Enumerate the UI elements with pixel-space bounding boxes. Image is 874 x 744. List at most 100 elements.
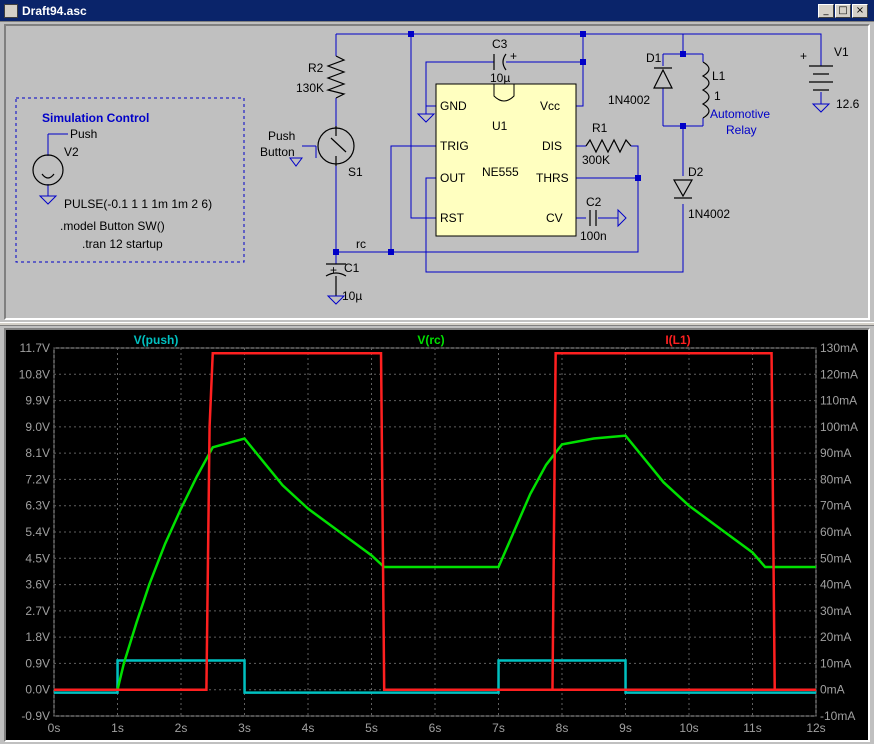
x-tick-label: 4s [302,721,315,735]
x-tick-label: 6s [429,721,442,735]
left-tick-label: 8.1V [25,446,50,460]
pin-vcc: Vcc [540,99,560,113]
l1-name: L1 [712,69,726,83]
schematic-canvas[interactable]: Simulation Control Push V2 PULSE(-0.1 1 … [6,26,868,318]
right-tick-label: 110mA [820,394,857,408]
c1-symbol[interactable] [325,263,347,296]
sim-control-header: Simulation Control [42,111,149,125]
right-tick-label: 70mA [820,499,851,513]
r2-name: R2 [308,61,324,75]
left-tick-label: 9.9V [25,394,50,408]
junction-dot [580,31,586,37]
right-axis-ticks: 130mA120mA110mA100mA90mA80mA70mA60mA50mA… [820,341,858,723]
c3-symbol[interactable] [493,53,507,71]
l1-symbol[interactable] [701,61,710,119]
c1-plus: + [330,263,337,277]
wire-top-relay [583,33,684,54]
d1-name: D1 [646,51,662,65]
junction-dot [680,123,686,129]
waveform-chart[interactable]: 11.7V10.8V9.9V9.0V8.1V7.2V6.3V5.4V4.5V3.… [6,330,868,740]
c3-name: C3 [492,37,508,51]
c3-value: 10µ [490,71,510,85]
window-title: Draft94.asc [22,4,87,18]
ne555-chip[interactable] [435,83,577,237]
pin-thrs: THRS [536,171,569,185]
junction-dot [680,51,686,57]
button-label-1: Push [268,129,295,143]
right-tick-label: 20mA [820,630,851,644]
schematic-pane[interactable]: Simulation Control Push V2 PULSE(-0.1 1 … [4,24,870,320]
d2-name: D2 [688,165,704,179]
c2-symbol[interactable] [589,210,597,226]
wire-to-v1 [683,33,822,66]
pin-cv: CV [546,211,563,225]
u1-name: U1 [492,119,508,133]
right-tick-label: 130mA [820,341,858,355]
v2-name: V2 [64,145,79,159]
r2-symbol[interactable] [325,55,346,99]
left-tick-label: 0.0V [25,683,50,697]
right-tick-label: 50mA [820,551,851,565]
left-tick-label: 5.4V [25,525,50,539]
x-tick-label: 5s [365,721,378,735]
r1-name: R1 [592,121,608,135]
x-tick-label: 10s [679,721,698,735]
r2-value: 130K [296,81,324,95]
d1-symbol[interactable] [653,67,673,89]
wire-rc-net [336,177,639,253]
window-titlebar: Draft94.asc _ □ × [0,0,874,22]
close-button[interactable]: × [852,4,868,18]
wire-relay-rails [663,53,703,127]
minimize-button[interactable]: _ [818,4,834,18]
junctions [333,31,686,255]
right-tick-label: 0mA [820,683,845,697]
legend-vpush[interactable]: V(push) [134,333,179,347]
legend-il1[interactable]: I(L1) [665,333,690,347]
left-tick-label: 7.2V [25,472,50,486]
x-tick-label: 2s [175,721,188,735]
left-tick-label: -0.9V [21,709,50,723]
restore-button[interactable]: □ [835,4,851,18]
tran-directive: .tran 12 startup [82,237,163,251]
wire-push [47,133,68,156]
x-tick-label: 11s [743,721,761,735]
ground-icon [416,113,436,123]
left-tick-label: 10.8V [19,367,50,381]
pin-gnd: GND [440,99,467,113]
wire-trig [390,145,436,252]
x-tick-label: 1s [111,721,124,735]
v1-value: 12.6 [836,97,860,111]
d2-symbol[interactable] [672,179,694,199]
v1-name: V1 [834,45,849,59]
ground-symbols [38,103,831,305]
trace-vpush [54,659,816,694]
c2-name: C2 [586,195,602,209]
u1-part: NE555 [482,165,519,179]
pane-splitter[interactable] [0,322,874,326]
right-tick-label: 90mA [820,446,851,460]
trace-legend[interactable]: V(push) V(rc) I(L1) [134,333,691,347]
v2-wave [41,173,55,179]
ground-icon [811,103,831,113]
v2-symbol[interactable] [32,154,64,186]
r1-value: 300K [582,153,610,167]
wire-rst [410,34,436,219]
c1-name: C1 [344,261,360,275]
s1-contacts [330,126,347,166]
x-tick-label: 9s [619,721,632,735]
wire-c3-left [425,61,494,106]
wire-r1-right [631,145,639,178]
ground-icon [289,157,303,167]
right-tick-label: -10mA [820,709,855,723]
s1-name: S1 [348,165,363,179]
v1-symbol[interactable] [809,65,833,91]
c2-value: 100n [580,229,607,243]
left-tick-label: 2.7V [25,604,50,618]
right-tick-label: 30mA [820,604,851,618]
x-tick-label: 3s [238,721,251,735]
trace-il1 [54,352,816,691]
legend-vrc[interactable]: V(rc) [417,333,444,347]
r1-symbol[interactable] [585,138,632,154]
junction-dot [408,31,414,37]
